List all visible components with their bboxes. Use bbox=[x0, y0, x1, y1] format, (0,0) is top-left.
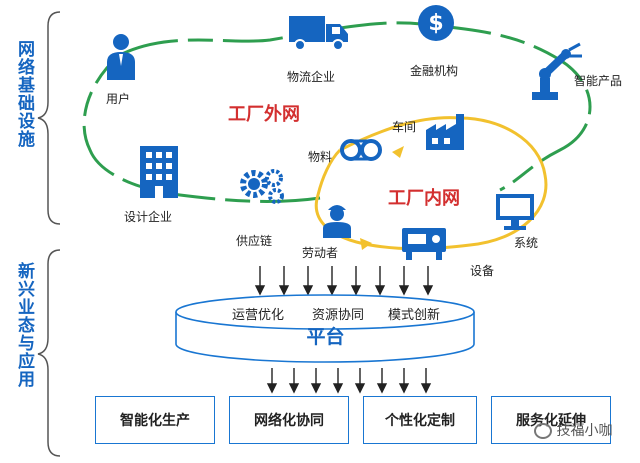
lower-arrows bbox=[266, 368, 432, 394]
app-box-smart-production: 智能化生产 bbox=[95, 396, 215, 444]
watermark-icon bbox=[534, 423, 552, 439]
supply-chain-label: 供应链 bbox=[236, 234, 273, 248]
equipment-label: 设备 bbox=[470, 264, 495, 278]
workshop-label: 车间 bbox=[392, 120, 417, 134]
smart-product-label: 智能产品 bbox=[574, 74, 623, 88]
worker-label: 劳动者 bbox=[302, 246, 339, 260]
machine-icon bbox=[402, 228, 446, 260]
app-box-service-extension: 服务化延伸 bbox=[491, 396, 611, 444]
optimization-model: 模式创新 bbox=[388, 308, 441, 323]
gears-icon bbox=[240, 169, 284, 204]
factory-icon bbox=[426, 114, 464, 150]
user-label: 用户 bbox=[106, 92, 131, 106]
dollar-coin-icon: $ bbox=[418, 5, 454, 41]
truck-icon bbox=[289, 16, 348, 51]
optimization-operation: 运营优化 bbox=[232, 308, 285, 323]
applications-side-label: 新兴业态与应用 bbox=[14, 262, 34, 388]
worker-icon bbox=[323, 205, 351, 238]
material-label: 物料 bbox=[308, 150, 333, 164]
building-icon bbox=[140, 146, 178, 198]
user-icon bbox=[107, 34, 135, 80]
monitor-icon bbox=[496, 194, 534, 230]
inner-network-title: 工厂内网 bbox=[388, 188, 460, 209]
finance-label: 金融机构 bbox=[410, 64, 459, 78]
svg-text:$: $ bbox=[428, 11, 443, 36]
platform-label: 平台 bbox=[306, 326, 345, 348]
app-box-networked-collaboration: 网络化协同 bbox=[229, 396, 349, 444]
optimization-resource: 资源协同 bbox=[312, 308, 365, 323]
outer-network-title: 工厂外网 bbox=[228, 104, 300, 125]
watermark: 技福小咖 bbox=[534, 420, 612, 440]
infrastructure-side-label: 网络基础设施 bbox=[14, 40, 34, 148]
design-label: 设计企业 bbox=[124, 210, 173, 224]
applications-brace bbox=[37, 249, 61, 457]
outer-network-loop bbox=[82, 21, 592, 203]
app-box-personalized-customization: 个性化定制 bbox=[363, 396, 477, 444]
platform-cylinder bbox=[175, 294, 475, 363]
system-label: 系统 bbox=[514, 236, 539, 250]
conveyor-icon bbox=[340, 139, 382, 161]
robot-arm-icon bbox=[532, 42, 582, 100]
infrastructure-brace bbox=[37, 11, 61, 225]
watermark-text: 技福小咖 bbox=[556, 423, 613, 439]
upper-arrows bbox=[254, 266, 434, 296]
logistics-label: 物流企业 bbox=[287, 70, 336, 84]
